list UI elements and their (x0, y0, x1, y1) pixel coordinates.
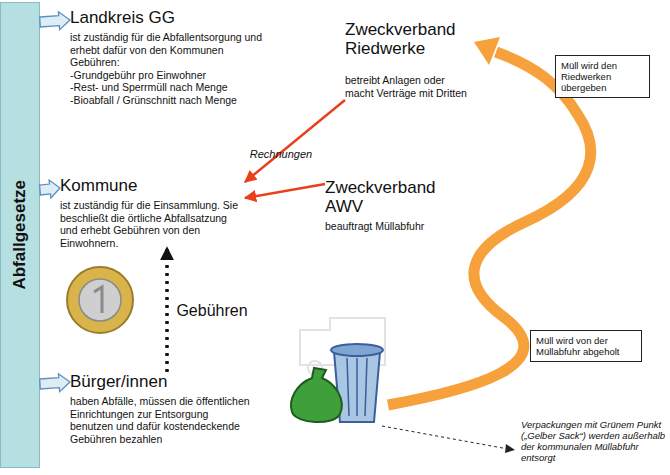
node-heading: Bürger/innen (70, 372, 250, 391)
edge-label: Rechnungen (250, 148, 312, 160)
coin-rim (67, 267, 133, 333)
law-arrow (40, 180, 60, 198)
node-body-text: ist zuständig für die Abfallentsorgung u… (70, 31, 285, 56)
association-block: Zweckverband Riedwerke betreibt Anlagen o… (345, 20, 485, 100)
callout-text: Müll wird den Riedwerken übergeben (561, 60, 644, 93)
node-body-text: ist zuständig für die Einsammlung. Sie b… (60, 199, 245, 249)
node-heading: Zweckverband AWV (325, 178, 455, 216)
garbage-bag (291, 368, 342, 422)
law-arrow (40, 374, 70, 392)
bin-rib (365, 358, 367, 416)
band-title: Abfallgesetze (10, 180, 30, 290)
dashed-leader-head (505, 444, 515, 453)
citizen-block: Bürger/innen haben Abfälle, müssen die öf… (70, 372, 250, 445)
side-note: Verpackungen mit Grünem Punkt („Gelber S… (521, 419, 670, 463)
bin-rib (347, 358, 349, 416)
bin-rib (356, 358, 358, 416)
node-body-text: beauftragt Müllabfuhr (325, 220, 455, 233)
node-heading: Landkreis GG (70, 8, 285, 27)
node-body-text: -Bioabfall / Grünschnitt nach Menge (70, 94, 285, 107)
node-body-text: betreibt Anlagen oder macht Verträge mit… (345, 74, 470, 100)
fee-arrow (165, 249, 169, 372)
municipality-block: Kommune ist zuständig für die Einsammlung… (60, 176, 245, 249)
association-block: Zweckverband AWV beauftragt Müllabfuhr (325, 178, 455, 233)
coin-mark (94, 287, 102, 313)
authority-block: Landkreis GG ist zuständig für die Abfall… (70, 8, 285, 106)
invoice-arrow (245, 184, 325, 198)
node-body-text: -Grundgebühr pro Einwohner (70, 69, 285, 82)
law-band: Abfallgesetze (0, 2, 40, 468)
bin-lid (331, 344, 383, 356)
callout-text: Müll wird von der Müllabfuhr abgeholt (536, 335, 636, 357)
waste-flow-head (474, 37, 500, 65)
node-body-text: -Rest- und Sperrmüll nach Menge (70, 81, 285, 94)
node-body-text: haben Abfälle, müssen die öffentlichen E… (70, 395, 250, 445)
flow-callout-box: Müll wird von der Müllabfuhr abgeholt (530, 330, 642, 362)
invoice-arrow (245, 100, 345, 182)
edge-label: Gebühren (176, 302, 247, 320)
flow-callout-box: Müll wird den Riedwerken übergeben (555, 55, 650, 98)
node-heading: Kommune (60, 176, 245, 195)
dashed-leader (382, 426, 508, 449)
law-arrow (40, 12, 70, 30)
node-body-text: Gebühren: (70, 56, 285, 69)
coin-center (79, 279, 121, 321)
node-heading: Zweckverband Riedwerke (345, 20, 485, 58)
